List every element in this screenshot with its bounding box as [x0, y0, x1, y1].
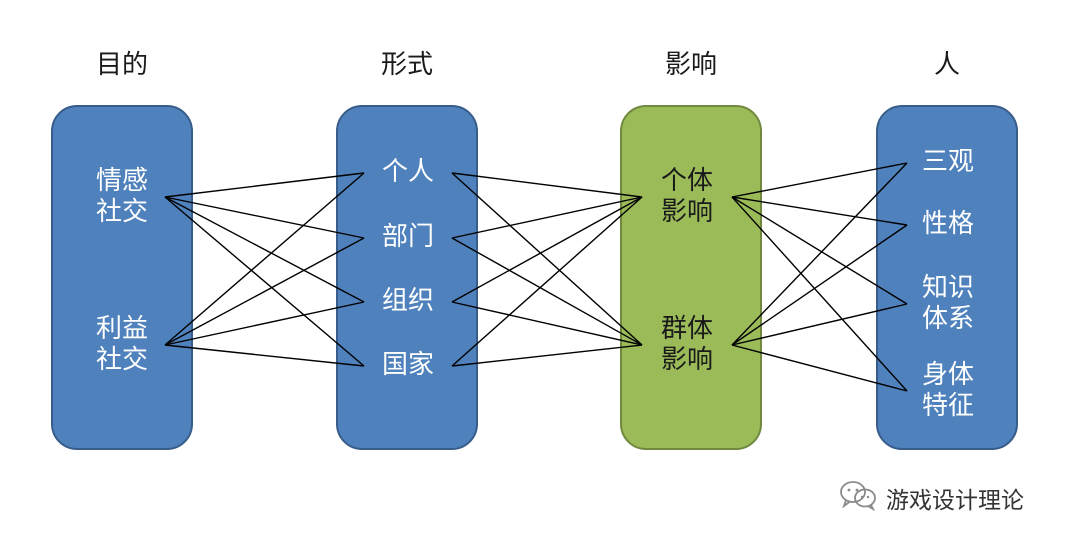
watermark: 游戏设计理论 — [838, 478, 1024, 518]
impact-box — [620, 105, 762, 450]
column-title-person: 人 — [933, 50, 960, 80]
form-box — [336, 105, 478, 450]
node-worldview: 三观 — [921, 147, 974, 177]
node-organization: 组织 — [381, 286, 434, 316]
node-department: 部门 — [381, 222, 434, 252]
node-interest-social: 利益 社交 — [95, 314, 148, 375]
column-title-form: 形式 — [380, 50, 433, 80]
wechat-icon — [838, 479, 878, 517]
column-title-impact: 影响 — [664, 50, 717, 80]
person-box — [876, 105, 1018, 450]
node-individual: 个人 — [381, 157, 434, 187]
watermark-text: 游戏设计理论 — [886, 488, 1024, 514]
column-title-purpose: 目的 — [95, 50, 148, 80]
node-group-impact: 群体 影响 — [660, 314, 713, 375]
node-physical-traits: 身体 特征 — [921, 360, 974, 421]
node-personality: 性格 — [921, 209, 974, 239]
purpose-box — [51, 105, 193, 450]
node-individual-impact: 个体 影响 — [660, 166, 713, 227]
node-emotional-social: 情感 社交 — [95, 166, 148, 227]
node-knowledge-system: 知识 体系 — [921, 273, 974, 334]
node-nation: 国家 — [381, 350, 434, 380]
